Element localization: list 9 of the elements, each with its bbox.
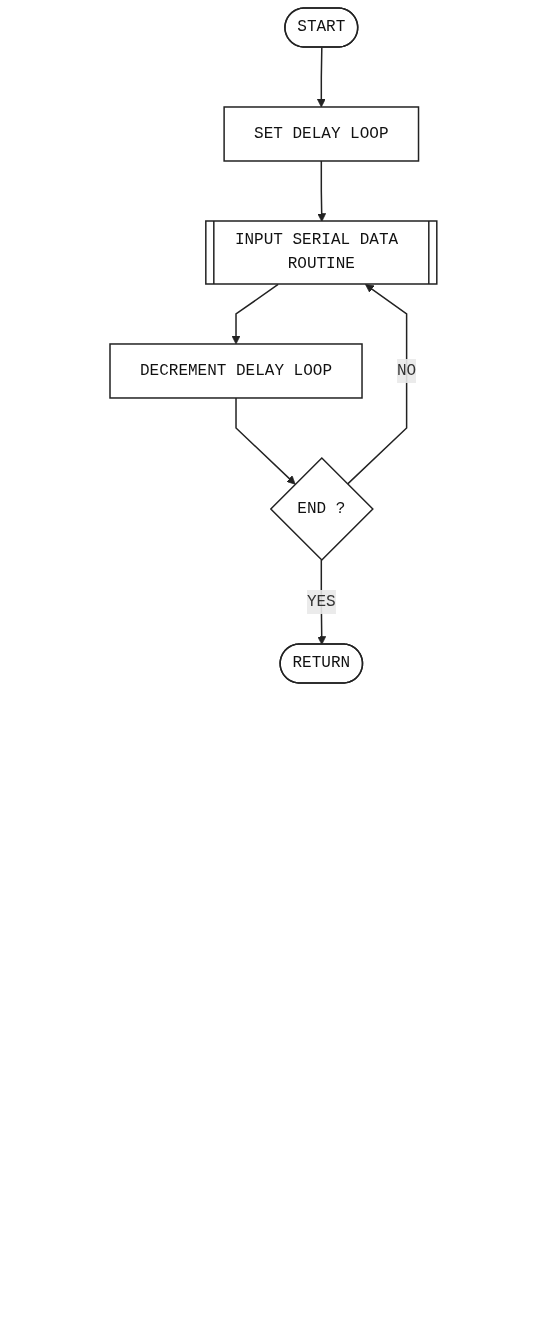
node-diamond: END ? <box>269 456 374 562</box>
edge-label: NO <box>396 361 416 380</box>
arrow <box>316 46 326 108</box>
node-box: DECREMENT DELAY LOOP <box>108 343 363 399</box>
arrow <box>234 397 296 485</box>
node-box: SET DELAY LOOP <box>222 106 419 162</box>
edge-label: YES <box>306 592 336 611</box>
arrow <box>346 284 407 485</box>
arrow <box>231 283 279 345</box>
